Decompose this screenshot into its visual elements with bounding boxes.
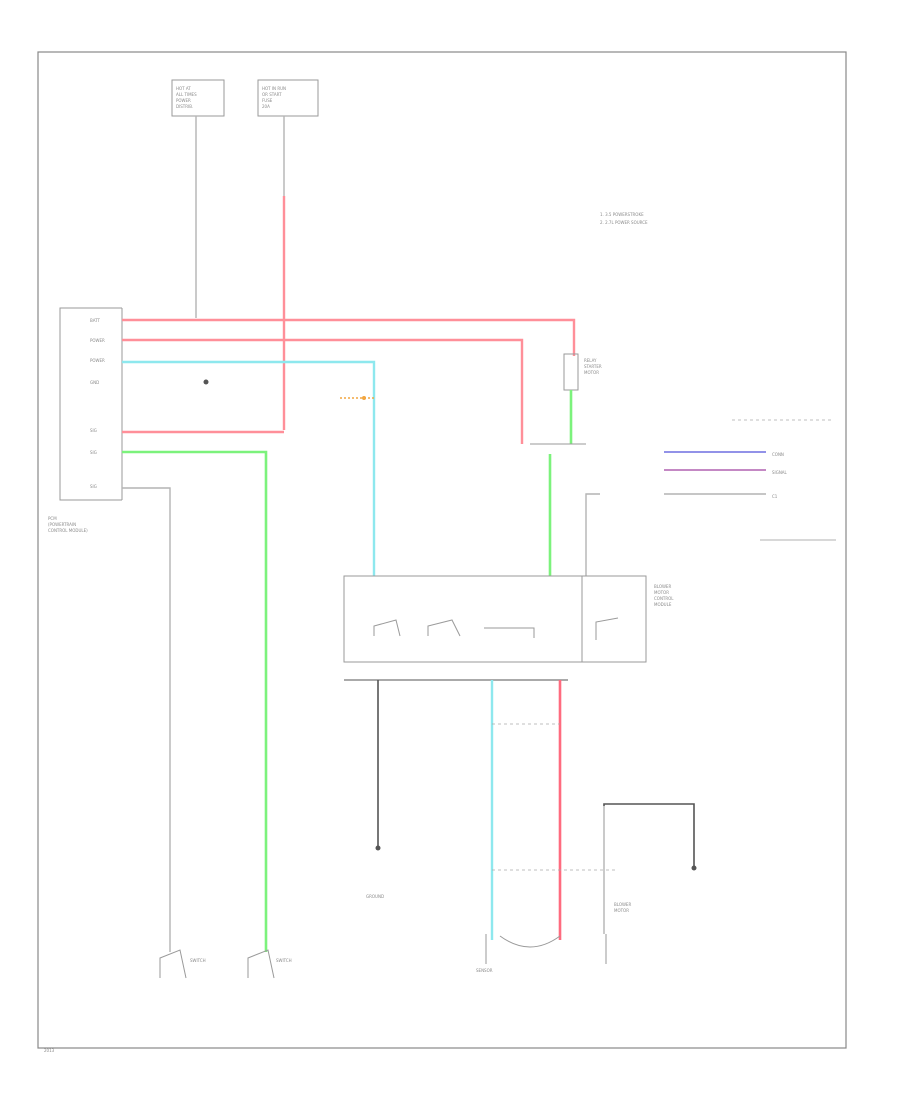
top-left-box-label-3: POWER — [176, 98, 191, 103]
bottom-label-switch-2: SWITCH — [276, 958, 292, 963]
right-label-3: C1 — [772, 494, 778, 499]
relay-label-3: MOTOR — [584, 370, 599, 375]
pcm-label-1: PCM — [48, 516, 57, 521]
top-right-box-label-4: 20A — [262, 104, 270, 109]
bottom-right-label-2: MOTOR — [614, 908, 629, 913]
module-label-2: MOTOR — [654, 590, 669, 595]
relay-label-1: RELAY — [584, 358, 597, 363]
pcm-pin-6: SIG — [90, 450, 97, 455]
wire-batt-pink — [122, 318, 576, 356]
top-left-box-label-1: HOT AT — [176, 86, 191, 91]
switch-left-green — [247, 949, 275, 979]
wire-power-cyan — [122, 360, 376, 576]
pcm-pin-1: BATT — [90, 318, 101, 323]
diagram-frame — [37, 51, 847, 1049]
top-right-box-label-3: FUSE — [262, 98, 273, 103]
pcm-pin-5: SIG — [90, 428, 97, 433]
pcm-label-2: (POWERTRAIN — [48, 522, 76, 527]
legend-line-2: 2. 2.7L POWER SOURCE — [600, 220, 648, 225]
legend-line-1: 1. 3.5 POWERSTROKE — [600, 212, 644, 217]
top-left-box — [171, 79, 225, 117]
wire-sig-green — [122, 450, 268, 952]
bottom-label-switch-1: SWITCH — [190, 958, 206, 963]
switch-left-gray — [159, 949, 187, 979]
pcm-bracket — [59, 307, 122, 501]
pcm-label-3: CONTROL MODULE) — [48, 528, 88, 533]
module-switch-1 — [373, 619, 401, 637]
bottom-label-sensor: SENSOR — [476, 968, 493, 973]
top-right-box-label-1: HOT IN RUN — [262, 86, 286, 91]
ground-point-pcm — [203, 379, 209, 385]
wire-sig-gray — [122, 487, 171, 952]
right-label-1: CONN — [772, 452, 784, 457]
module-label-3: CONTROL — [654, 596, 674, 601]
module-label-4: MODULE — [654, 602, 672, 607]
ground-point-module — [375, 845, 381, 851]
top-left-box-label-4: DISTRIB. — [176, 104, 193, 109]
blower-motor-arc — [499, 935, 561, 948]
wire-right-to-module-gray — [585, 493, 600, 576]
top-right-box — [257, 79, 319, 117]
pcm-pin-7: SIG — [90, 484, 97, 489]
blower-motor-bracket — [485, 934, 607, 964]
top-left-box-label-2: ALL TIMES — [176, 92, 197, 97]
corner-label: 2013 — [44, 1048, 55, 1053]
top-right-box-label-2: OR START — [262, 92, 282, 97]
relay-component — [563, 353, 579, 391]
right-label-2: SIGNAL — [772, 470, 788, 475]
relay-label-2: STARTER — [584, 364, 602, 369]
module-label-1: BLOWER — [654, 584, 671, 589]
blower-control-module — [343, 575, 647, 663]
module-switch-2 — [427, 619, 461, 637]
pcm-pin-2: POWER — [90, 338, 105, 343]
ground-point-blower — [691, 865, 697, 871]
bottom-label-ground: GROUND — [366, 894, 384, 899]
bottom-right-label-1: BLOWER — [614, 902, 631, 907]
module-switch-4 — [595, 617, 619, 640]
wire-blower-dark — [603, 803, 695, 866]
pcm-pin-3: POWER — [90, 358, 105, 363]
pcm-pin-4: GND — [90, 380, 99, 385]
module-switch-3 — [484, 627, 535, 638]
wire-power-pink — [122, 338, 524, 444]
